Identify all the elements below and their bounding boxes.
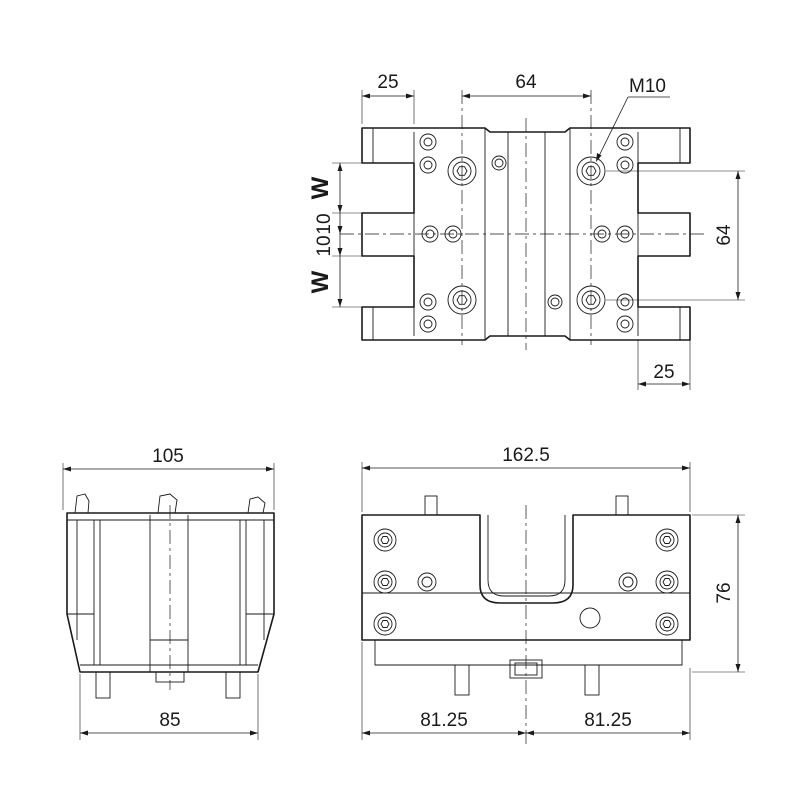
side-view: 105 85 [62,446,275,740]
dim-w-lower: W [307,270,334,293]
small-bolt-icon [419,133,634,333]
hex-screw-icon [373,528,679,636]
hex-screw-icon [447,285,477,315]
dim-76: 76 [714,582,735,603]
hex-screw-icon [576,285,606,315]
dim-64-right: 64 [714,224,735,246]
dim-81-25-right: 81.25 [584,710,632,731]
front-view: 162.5 76 81.25 81.25 [361,445,745,745]
dim-162-5: 162.5 [502,445,550,466]
dim-64-top: 64 [515,72,537,93]
hex-screw-icon [447,156,477,186]
dim-81-25-left: 81.25 [420,710,468,731]
side-view-outline [66,512,275,673]
dim-10-upper: 10 [314,213,335,234]
dim-10-lower: 10 [314,235,335,256]
top-view: 25 64 M10 64 25 W [307,72,745,390]
hex-screw-icon [576,156,606,186]
dim-25-top: 25 [377,72,398,93]
thread-label-m10: M10 [629,76,666,97]
dim-25-bottom: 25 [653,362,674,383]
front-view-outline [361,514,691,641]
locating-pin-icon [491,155,563,310]
dim-85: 85 [159,710,180,731]
dim-w-upper: W [307,176,334,199]
dim-105: 105 [152,446,184,467]
